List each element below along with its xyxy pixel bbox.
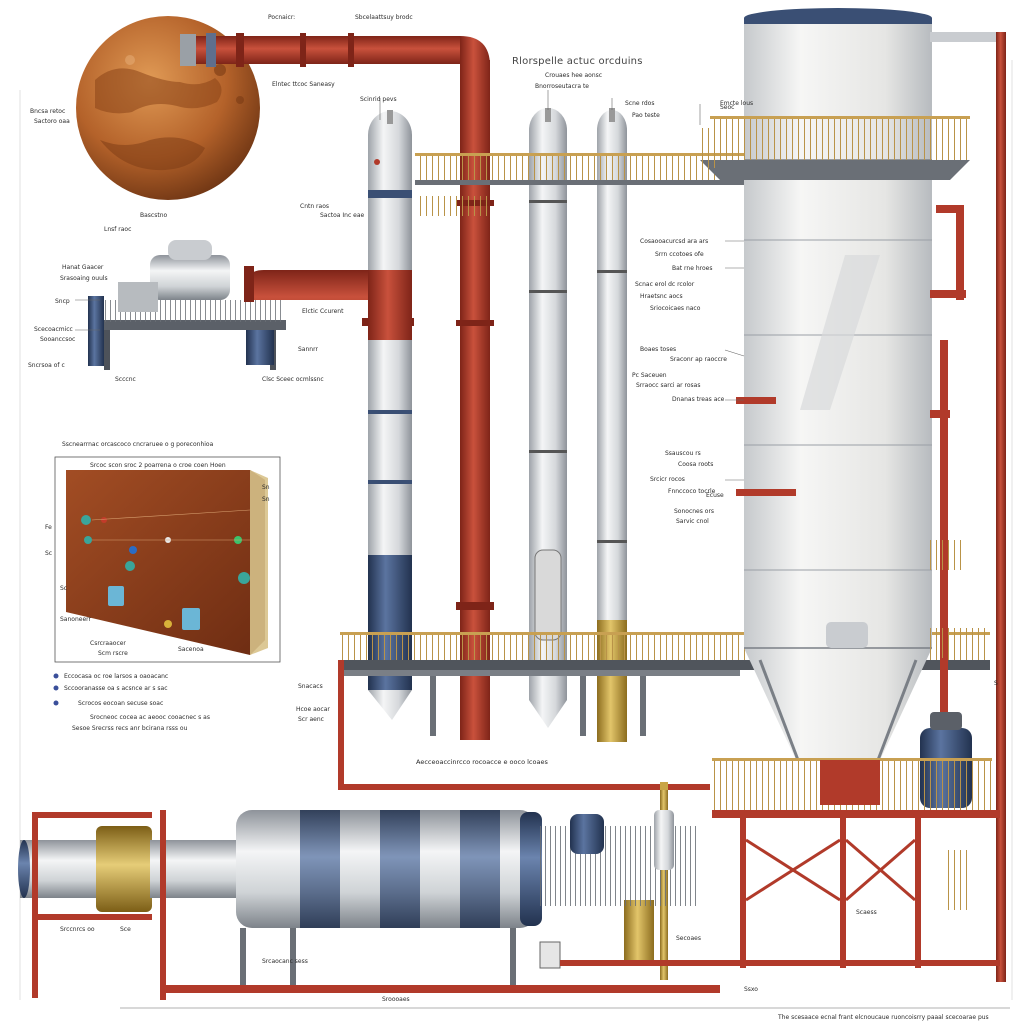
- panel-note-2: Csrcraaocer: [90, 640, 126, 647]
- tank-label-8: Boaes toses: [640, 346, 677, 353]
- column-low-label-1: Snacacs: [298, 683, 323, 690]
- column-mid-label-1: Sactoa Inc eae: [320, 212, 365, 219]
- tank-label-10: Pc Saceuen: [632, 372, 667, 379]
- top-pipe-label-3: Elntec ttcoc Saneasy: [272, 81, 335, 88]
- tank-label-5: Scnac erol dc rcolor: [635, 281, 695, 288]
- title-sub-2: Bnorroseutacra te: [535, 83, 589, 90]
- support-frame: [712, 758, 1000, 968]
- panel-note-4: Sacenoa: [178, 646, 204, 653]
- control-panel-icon: [53, 456, 281, 706]
- pump-skid-label-2: Lnsf raoc: [104, 226, 132, 233]
- bottom-left-label-2: Sce: [120, 926, 131, 933]
- pump-skid-label-1: Bascstno: [140, 212, 168, 219]
- column-top-label-1: Scne rdos: [625, 100, 655, 107]
- tank-label-2: Cosaooacurcsd ara ars: [640, 238, 709, 245]
- walkway-railing-upper: [415, 153, 745, 216]
- bottom-left-label: Srccnrcs oo: [60, 926, 95, 933]
- legend-line-5: Sesoe Srecrss recs anr bcirana rsss ou: [72, 725, 188, 732]
- tank-label-14: Coosa roots: [678, 461, 714, 468]
- pump-skid-label-4: Srasoaing ouuls: [60, 275, 108, 282]
- tank-label-15: Srcicr rocos: [650, 476, 685, 483]
- mid-pipe-note: Aecceoaccinrcco rocoacce e ooco lcoaes: [416, 758, 548, 766]
- bottom-mid-label-1: Srcaocanc sess: [262, 958, 308, 965]
- tank-label-6: Hraetsnc aocs: [640, 293, 683, 300]
- tank-label-7: Sriocoicaes naco: [650, 305, 701, 312]
- bottom-mid-label-2: Sroooaes: [382, 996, 410, 1003]
- diagram-title: Rlorspelle actuc orcduins: [512, 56, 643, 67]
- tank-label-16: Fnnccoco tocrle: [668, 488, 716, 495]
- pump-skid-icon: [88, 240, 414, 370]
- tank-label-18: Sonocnes ors: [674, 508, 715, 515]
- title-sub-1: Crouaes hee aonsc: [545, 72, 603, 79]
- pipe-note: Sannrr: [298, 346, 318, 353]
- bottom-right-label-1: Scaess: [856, 909, 877, 916]
- leader-lines: [75, 90, 745, 481]
- panel-left-1: Fe: [45, 524, 52, 531]
- pump-skid-label-3: Hanat Gaacer: [62, 264, 104, 271]
- distillation-column-1: [368, 110, 412, 720]
- top-pipe-label-1: Sbcelaattsuy brodc: [355, 14, 413, 21]
- tank-label-12: Dnanas treas ace: [672, 396, 725, 403]
- pump-skid-label-9: Scccnc: [115, 376, 136, 383]
- pump-skid-label-10: Clsc Sceec ocmlssnc: [262, 376, 324, 383]
- panel-right-1: Sn: [262, 484, 270, 491]
- panel-note-3: Scm rscre: [98, 650, 128, 657]
- tank-label-4: Bat rne hroes: [672, 265, 713, 272]
- panel-left-3: Sc: [60, 585, 68, 592]
- pump-skid-label-7: Sooanccsoc: [40, 336, 76, 343]
- column-mid-label-2: Elctic Ccurent: [302, 308, 344, 315]
- legend-line-1: Eccocasa oc roe larsos a oaoacanc: [64, 673, 169, 680]
- tank-label-3: Srrn ccotoes ofe: [655, 251, 704, 258]
- column-top-label-3: Emcte lous: [720, 100, 754, 107]
- corner-right-label: S: [994, 680, 998, 687]
- heat-exchanger-icon: [18, 810, 1000, 1000]
- distillation-column-2: [529, 108, 567, 728]
- top-pipe-label-4: Scinrid pevs: [360, 96, 397, 103]
- top-pipe-label-2: Pocnaicr:: [268, 14, 296, 21]
- bottom-right-label-3: Ssxo: [744, 986, 758, 993]
- tank-label-19: Sarvic cnol: [676, 518, 709, 525]
- legend-line-2: Sccooranasse oa s acsnce ar s sac: [64, 685, 168, 692]
- footer-note: The scesaace ecnal frant elcnoucaue ruon…: [778, 1014, 989, 1021]
- panel-right-2: Sn: [262, 496, 270, 503]
- tank-label-9: Sraconr ap raoccre: [670, 356, 727, 363]
- column-top-label-2: Pao teste: [632, 112, 660, 119]
- bottom-right-label-2: Secoaes: [676, 935, 701, 942]
- panel-left-2: Sc: [45, 550, 53, 557]
- tank-label-13: Ssauscou rs: [665, 450, 701, 457]
- tank-label-1: Seoc: [720, 104, 735, 111]
- planet-label-2: Sactoro oaa: [34, 118, 70, 125]
- pump-skid-label-8: Sncrsoa of c: [28, 362, 65, 369]
- storage-tank: [700, 8, 1006, 982]
- legend-line-4: Srocneoc cocea ac aeooc cooacnec s as: [90, 714, 210, 721]
- panel-note-1: Sanoneerr: [60, 616, 91, 623]
- column-top-label-4: Cntn raos: [300, 203, 329, 210]
- legend-line-3: Scrocos eocoan secuse soac: [78, 700, 164, 707]
- pump-skid-label-6: Scecoacmicc: [34, 326, 73, 333]
- planet-label-1: Bncsa retoc: [30, 108, 66, 115]
- panel-header: Srcoc scon sroc 2 poarrena o croe coen H…: [90, 462, 226, 469]
- panel-title: Sscnearrnac orcascoco cncraruee o g pore…: [62, 441, 214, 448]
- column-low-label-3: Scr aenc: [298, 716, 324, 723]
- pump-skid-label-5: Sncp: [55, 298, 70, 305]
- tank-label-17: Ecuse: [706, 492, 724, 499]
- tank-label-11: Srraocc sarci ar rosas: [636, 382, 701, 389]
- column-low-label-2: Hcoe aocar: [296, 706, 330, 713]
